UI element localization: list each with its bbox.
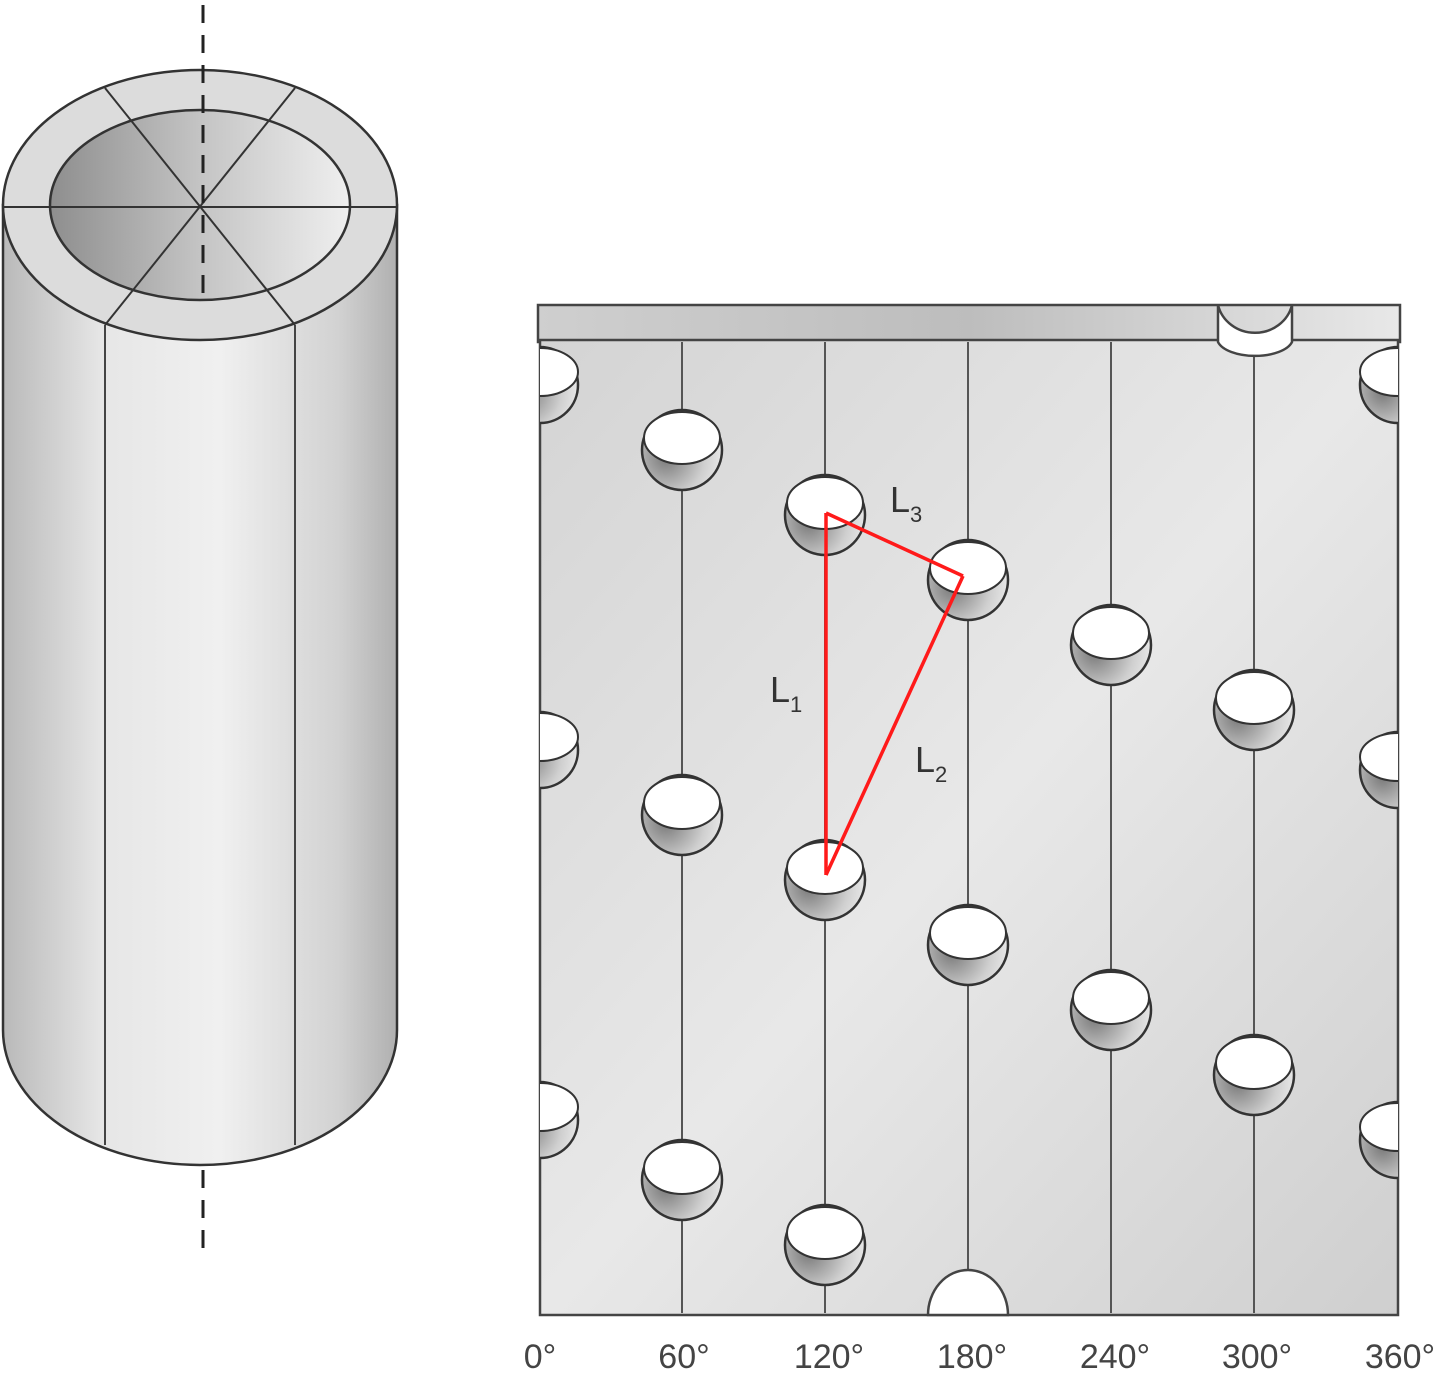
hole: [640, 773, 724, 857]
segment-L2: [824, 575, 965, 876]
cylinder: [1, 5, 399, 1260]
axis-label-300: 300°: [1222, 1338, 1292, 1374]
axis-label-60: 60°: [658, 1338, 709, 1374]
angle-axis: 0° 60° 120° 180° 240° 300° 360°: [524, 1338, 1435, 1374]
hole: [640, 408, 724, 492]
axis-label-240: 240°: [1080, 1338, 1150, 1374]
hole: [1212, 1033, 1296, 1117]
hole: [783, 1203, 867, 1287]
hole: [1212, 668, 1296, 752]
axis-label-180: 180°: [937, 1338, 1007, 1374]
axis-label-120: 120°: [794, 1338, 864, 1374]
label-L2: L2: [915, 739, 947, 787]
hole: [926, 903, 1010, 987]
axis-label-0: 0°: [524, 1338, 557, 1374]
label-L1: L1: [770, 669, 802, 717]
hole: [1069, 603, 1153, 687]
holes: [640, 408, 1296, 1287]
triangle-L1-L2-L3: [824, 511, 965, 876]
label-L3: L3: [890, 479, 922, 527]
segment-L3: [825, 511, 964, 578]
axis-label-360: 360°: [1365, 1338, 1435, 1374]
hole: [640, 1138, 724, 1222]
hole: [926, 538, 1010, 622]
hole: [1069, 968, 1153, 1052]
unrolled-sheet: L3 L1 L2: [536, 303, 1402, 1317]
